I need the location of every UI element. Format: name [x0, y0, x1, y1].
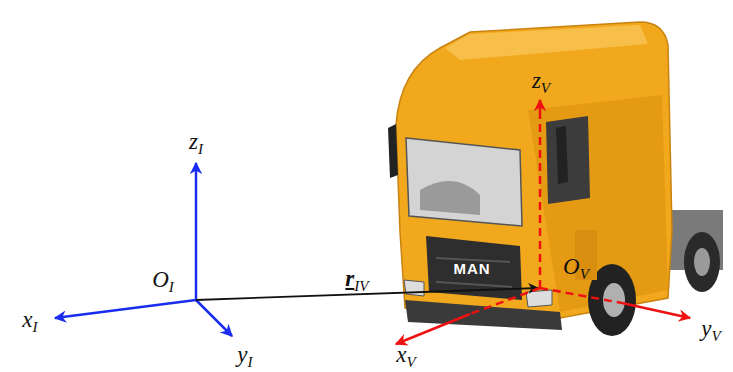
seat: [420, 181, 480, 215]
axis-arrow: [55, 300, 196, 318]
truck-cab: [396, 22, 672, 318]
truck-illustration: [388, 22, 723, 336]
side-window: [546, 116, 590, 204]
axis-arrow: [396, 314, 470, 344]
rear-wheel: [684, 232, 720, 292]
axis-dashed: [470, 288, 540, 314]
axis-label: yV: [701, 317, 721, 343]
axis-label: zI: [189, 130, 203, 156]
headlight: [526, 290, 552, 307]
grille-bars: [436, 258, 512, 287]
windshield: [406, 138, 522, 226]
mirror: [556, 126, 568, 184]
vehicle-frame: [396, 100, 690, 344]
axis-label: OI: [152, 268, 174, 294]
axis-dashed: [539, 118, 542, 288]
mirror: [388, 124, 398, 178]
axis-label: yI: [237, 343, 252, 369]
brand-logo: MAN: [453, 261, 490, 276]
axis-arrow: [196, 300, 232, 336]
vector-label: rIV: [345, 267, 368, 293]
roof-spoiler: [445, 25, 648, 60]
axis-arrow: [539, 100, 542, 118]
axis-label: xV: [396, 343, 416, 369]
axis-arrow: [622, 303, 690, 318]
axis-dashed: [540, 288, 622, 303]
axis-label: xI: [22, 308, 37, 334]
axis-label: zV: [532, 69, 550, 95]
inertial-frame: [55, 163, 232, 336]
rear-hub: [694, 248, 710, 276]
axis-label: OV: [563, 255, 589, 281]
bumper: [405, 300, 562, 330]
headlight: [404, 280, 424, 296]
axis-arrow: [195, 163, 198, 300]
